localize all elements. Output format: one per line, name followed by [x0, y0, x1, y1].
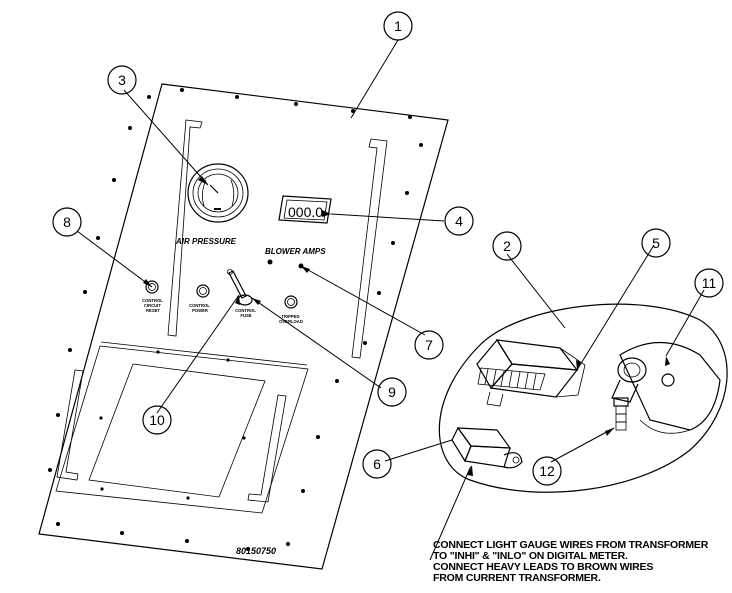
part-number: 80150750: [236, 546, 276, 556]
callout-10: 10: [142, 405, 172, 435]
callout-6: 6: [362, 449, 392, 479]
digital-meter: 000.0: [278, 195, 332, 224]
callout-12: 12: [532, 456, 562, 486]
transformer-detail: [451, 426, 523, 469]
tripped-overload-label: TRIPPED OVERLOAD: [279, 314, 303, 324]
control-panel-plate: [38, 83, 449, 570]
svg-text:1: 1: [394, 18, 402, 34]
svg-text:7: 7: [425, 337, 433, 353]
wiring-note: CONNECT LIGHT GAUGE WIRES FROM TRANSFORM…: [433, 539, 711, 584]
mounting-holes: [48, 88, 423, 551]
svg-text:11: 11: [702, 275, 717, 291]
callout-7: 7: [414, 330, 444, 360]
svg-text:8: 8: [63, 214, 71, 230]
control-power-label: CONTROL POWER: [189, 303, 211, 313]
callout-9: 9: [377, 377, 407, 407]
current-transformer-module: [476, 338, 586, 407]
callout-leaders: [76, 39, 705, 561]
callouts: 1 2 3 4 5 6 7 8 9 10 11 12: [52, 11, 724, 486]
air-pressure-label: AIR PRESSURE: [175, 237, 237, 246]
callout-8: 8: [52, 207, 82, 237]
svg-text:5: 5: [652, 235, 660, 251]
svg-text:6: 6: [373, 456, 381, 472]
control-fuse-label: CONTROL FUSE: [235, 308, 257, 318]
svg-text:4: 4: [455, 213, 463, 229]
svg-text:3: 3: [118, 72, 126, 88]
control-circuit-reset-label: CONTROL CIRCUIT RESET: [142, 298, 164, 313]
hose-barb-fitting: [613, 397, 629, 431]
detail-balloon: [438, 303, 728, 493]
callout-3: 3: [107, 65, 137, 95]
svg-text:9: 9: [388, 384, 396, 400]
control-fuse-holder: [227, 269, 253, 306]
callout-11: 11: [694, 268, 724, 298]
blower-amps-jack-left: [267, 259, 273, 265]
leader-arrowheads: [143, 176, 670, 476]
callout-4: 4: [444, 206, 474, 236]
callout-2: 2: [492, 231, 522, 261]
svg-text:12: 12: [539, 463, 555, 479]
fuse-holder-detail: [611, 341, 721, 434]
svg-text:2: 2: [503, 238, 511, 254]
meter-display-text: 000.0: [288, 204, 323, 220]
callout-1: 1: [383, 11, 413, 41]
control-circuit-reset-button: [145, 280, 159, 294]
control-power-light: [196, 284, 210, 298]
tripped-overload-light: [284, 295, 298, 309]
blower-amps-label: BLOWER AMPS: [265, 247, 326, 256]
svg-text:10: 10: [149, 412, 165, 428]
callout-5: 5: [641, 228, 671, 258]
